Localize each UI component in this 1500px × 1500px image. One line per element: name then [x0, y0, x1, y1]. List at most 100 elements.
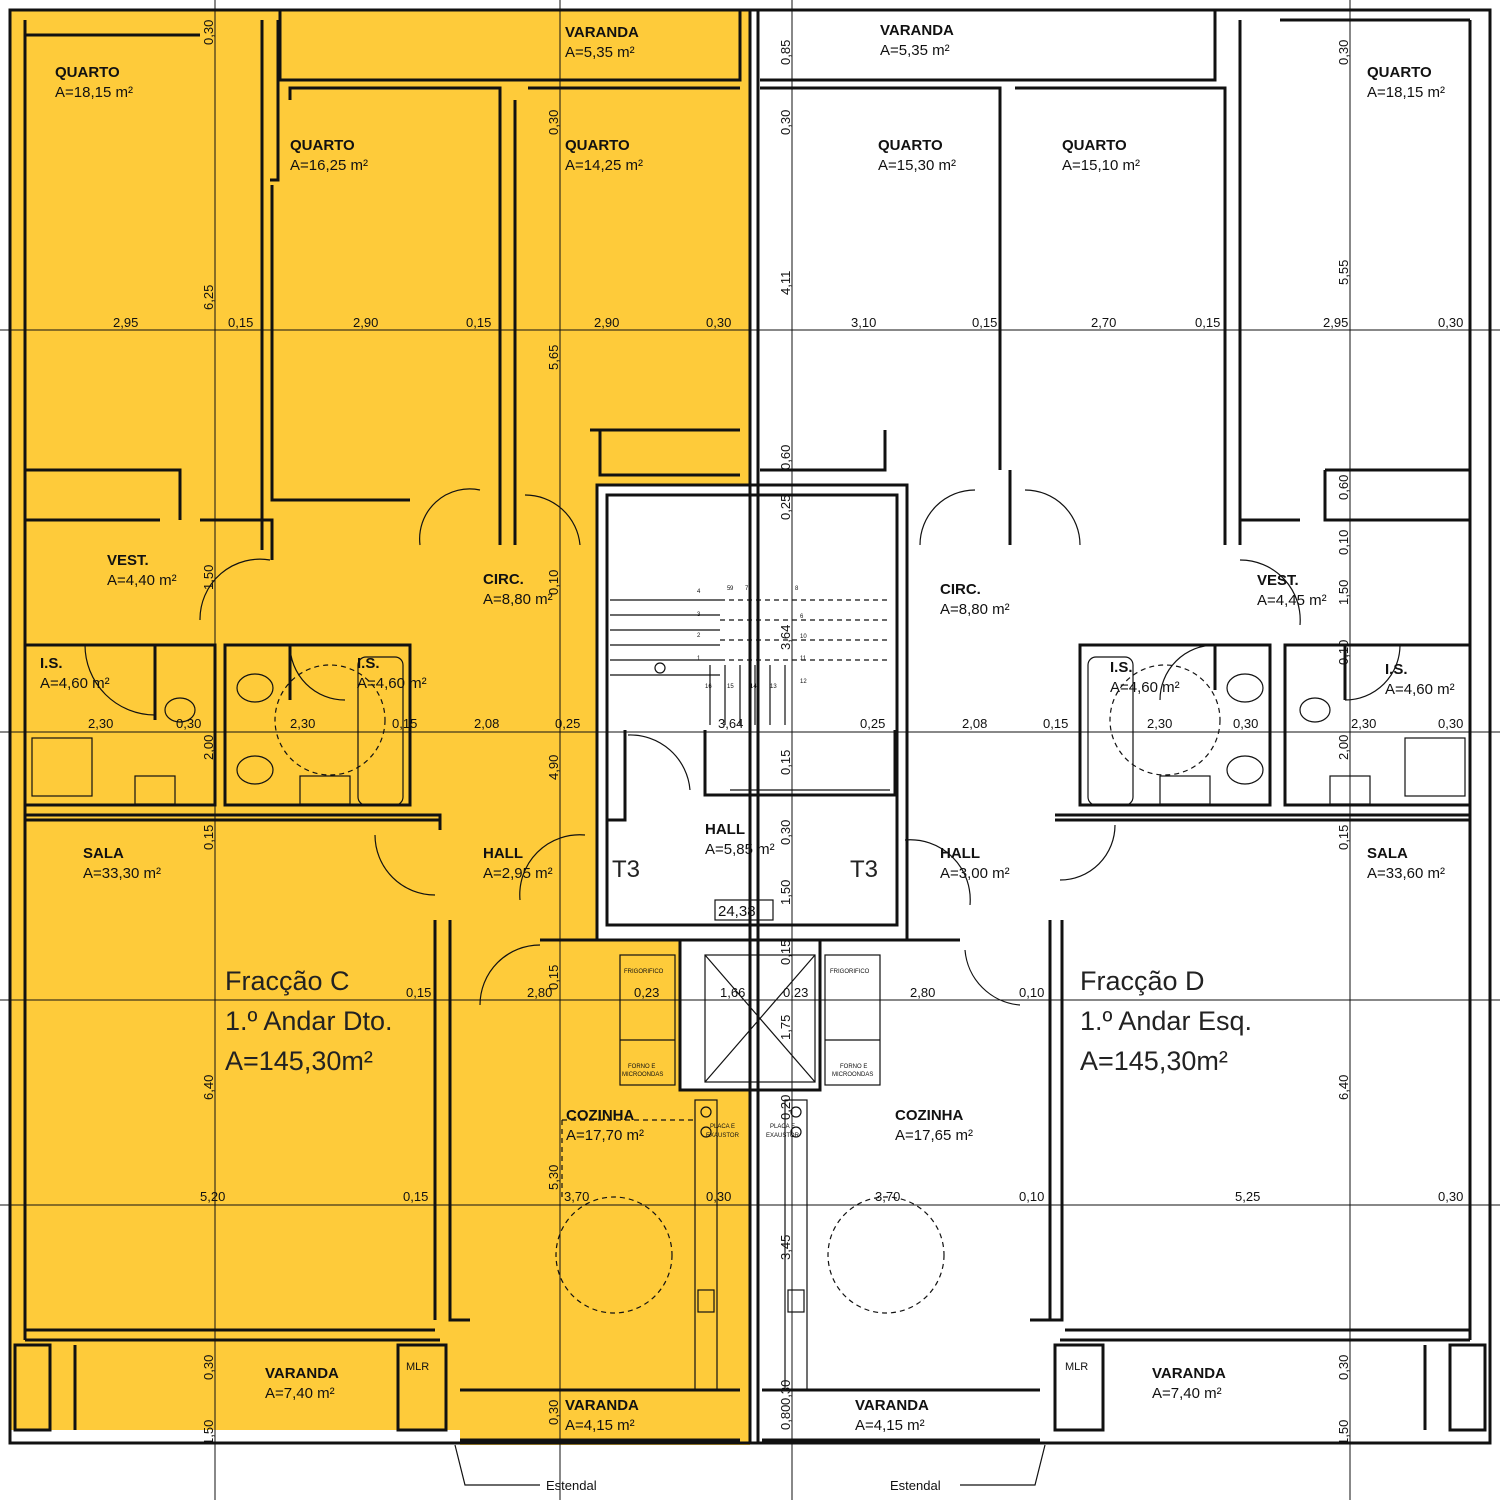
- dimension-label: 2,90: [353, 315, 378, 330]
- stair-step-number: 7: [745, 586, 749, 592]
- room-label-d-vest: VEST.A=4,45 m²: [1257, 572, 1327, 609]
- dimension-label-vertical: 5,30: [546, 1165, 561, 1190]
- dimension-label: 0,23: [783, 985, 808, 1000]
- dimension-label-vertical: 0,10: [1336, 530, 1351, 555]
- room-name: QUARTO: [565, 137, 630, 154]
- dimension-label: 2,30: [1147, 716, 1172, 731]
- room-area: A=7,40 m²: [265, 1385, 335, 1402]
- dimension-label-vertical: 6,25: [201, 285, 216, 310]
- forno-left-label-1: FORNO E: [628, 1064, 655, 1070]
- t3-left-label: T3: [612, 856, 640, 883]
- dimension-label: 2,08: [962, 716, 987, 731]
- fraction-c-fill: [10, 10, 750, 1445]
- room-name: COZINHA: [895, 1107, 963, 1124]
- room-area: A=4,60 m²: [1385, 681, 1455, 698]
- stair-step-number: 1: [697, 656, 701, 662]
- dimension-label-vertical: 1,50: [1336, 1420, 1351, 1445]
- dimension-label-vertical: 0,15: [778, 750, 793, 775]
- forno-right-label-1: FORNO E: [840, 1064, 867, 1070]
- room-area: A=4,15 m²: [855, 1417, 925, 1434]
- dimension-label: 0,15: [972, 315, 997, 330]
- dimension-label-vertical: 1,75: [778, 1015, 793, 1040]
- dimension-label: 5,20: [200, 1189, 225, 1204]
- dimension-label-vertical: 2,00: [1336, 735, 1351, 760]
- dimension-label-vertical: 3,45: [778, 1235, 793, 1260]
- dimension-label: 2,95: [113, 315, 138, 330]
- dimension-label: 0,15: [392, 716, 417, 731]
- room-label-c-vest: VEST.A=4,40 m²: [107, 552, 177, 589]
- exterior-walls: [8, 8, 1492, 1445]
- room-name: I.S.: [1385, 661, 1408, 678]
- dimension-label: 0,15: [466, 315, 491, 330]
- room-name: QUARTO: [878, 137, 943, 154]
- dimension-label-vertical: 0,30: [1336, 1355, 1351, 1380]
- room-name: COZINHA: [566, 1107, 634, 1124]
- room-label-c-quarto-3: QUARTO A=14,25 m²: [565, 137, 643, 174]
- dimension-label-vertical: 0,60: [778, 445, 793, 470]
- stair-step-number: 8: [795, 586, 799, 592]
- dimension-label-vertical: 0,10: [1336, 640, 1351, 665]
- room-area: A=5,35 m²: [880, 42, 950, 59]
- mlr-left-label: MLR: [406, 1361, 429, 1373]
- dimension-label-vertical: 0,30: [778, 110, 793, 135]
- fraction-c-name: Fracção C: [225, 966, 350, 996]
- room-name: I.S.: [357, 655, 380, 672]
- dimension-label: 0,15: [1043, 716, 1068, 731]
- stair-start-marker: [654, 662, 666, 674]
- t3-right-label: T3: [850, 856, 878, 883]
- lift-shaft: [678, 938, 822, 1092]
- dimension-label: 2,30: [290, 716, 315, 731]
- dimension-label: 3,10: [851, 315, 876, 330]
- dimension-label: 0,10: [1019, 1189, 1044, 1204]
- dimension-label: 3,70: [875, 1189, 900, 1204]
- room-area: A=14,25 m²: [565, 157, 643, 174]
- room-area: A=4,15 m²: [565, 1417, 635, 1434]
- doors: [84, 488, 1401, 1006]
- stair-step-number: 11: [800, 656, 807, 662]
- room-name: I.S.: [40, 655, 63, 672]
- room-name: VARANDA: [265, 1365, 339, 1382]
- room-label-d-is-1: I.S.A=4,60 m²: [1110, 659, 1180, 696]
- dimension-label-vertical: 0,20: [778, 1095, 793, 1120]
- fraction-c-area: A=145,30m²: [225, 1046, 373, 1076]
- stair-core-fill: [597, 485, 907, 940]
- room-name: HALL: [940, 845, 980, 862]
- room-area: A=15,30 m²: [878, 157, 956, 174]
- dimension-label: 0,30: [1438, 315, 1463, 330]
- dimension-label: 2,30: [1351, 716, 1376, 731]
- dimension-label-vertical: 6,40: [201, 1075, 216, 1100]
- stair-step-number: 6: [800, 614, 804, 620]
- frigorifico-right-label: FRIGORIFICO: [830, 969, 870, 975]
- dimension-label-vertical: 4,11: [778, 271, 793, 295]
- fraction-d-name: Fracção D: [1080, 966, 1205, 996]
- room-label-c-varanda-bottom: VARANDA A=7,40 m²: [265, 1365, 339, 1402]
- dimension-label-vertical: 0,60: [1336, 475, 1351, 500]
- room-name: SALA: [83, 845, 124, 862]
- room-area: A=5,35 m²: [565, 44, 635, 61]
- dimension-label: 0,10: [1019, 985, 1044, 1000]
- estendal-left-label: Estendal: [546, 1478, 597, 1493]
- dimension-label-vertical: 0,30: [201, 20, 216, 45]
- room-label-c-is-2: I.S.A=4,60 m²: [357, 655, 427, 692]
- bottom-walls: [13, 1328, 1487, 1442]
- fraction-d-bedroom-walls: [760, 18, 1470, 545]
- fraction-d-bathrooms: [1078, 643, 1472, 807]
- appliance-labels: FRIGORIFICO FRIGORIFICO FORNO E MICROOND…: [622, 969, 873, 1139]
- dimension-label: 0,25: [860, 716, 885, 731]
- room-area: A=8,80 m²: [940, 601, 1010, 618]
- room-area: A=15,10 m²: [1062, 157, 1140, 174]
- dimension-label-vertical: 5,55: [1336, 260, 1351, 285]
